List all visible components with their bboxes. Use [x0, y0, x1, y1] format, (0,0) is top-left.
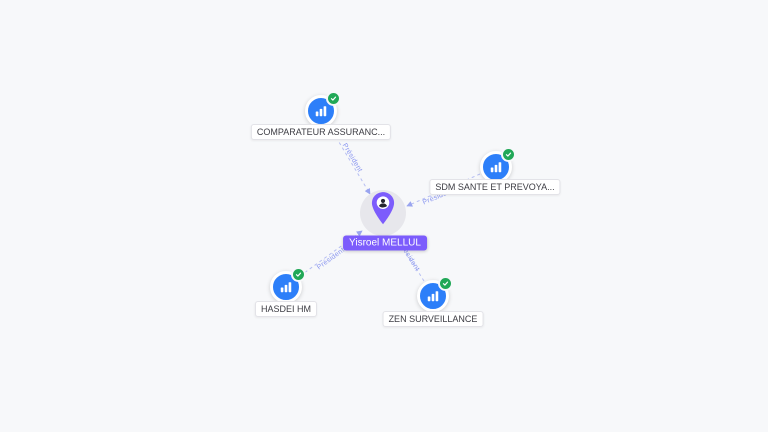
verified-badge-icon [326, 91, 341, 106]
company-node[interactable] [478, 147, 516, 185]
person-pin-icon[interactable] [369, 191, 397, 231]
company-label[interactable]: ZEN SURVEILLANCE [382, 311, 484, 327]
verified-badge-icon [501, 147, 516, 162]
company-label[interactable]: HASDEI HM [254, 301, 318, 317]
verified-badge-icon [291, 267, 306, 282]
verified-badge-icon [438, 276, 453, 291]
company-node[interactable] [303, 91, 341, 129]
company-node[interactable] [268, 267, 306, 305]
company-label[interactable]: COMPARATEUR ASSURANC... [250, 124, 392, 140]
company-label[interactable]: SDM SANTE ET PREVOYA... [429, 179, 561, 195]
person-label[interactable]: Yisroel MELLUL [343, 235, 427, 251]
company-node[interactable] [415, 276, 453, 314]
